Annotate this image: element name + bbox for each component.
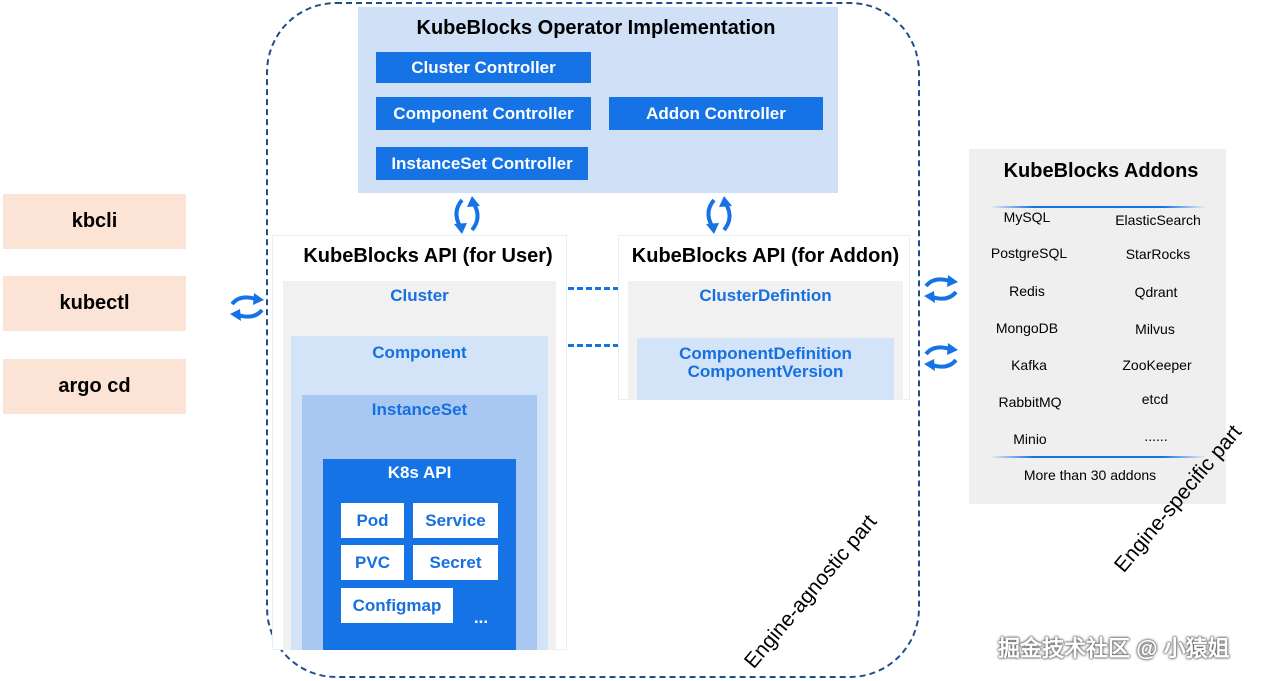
resource-secret: Secret	[413, 545, 498, 580]
api-user-title: KubeBlocks API (for User)	[303, 244, 553, 267]
tool-kubectl: kubectl	[3, 276, 186, 331]
addons-title: KubeBlocks Addons	[1003, 159, 1199, 182]
connector-line	[568, 287, 628, 290]
operator-title: KubeBlocks Operator Implementation	[416, 16, 776, 39]
addon-more: ......	[1144, 428, 1168, 444]
addon-etcd: etcd	[1141, 391, 1169, 407]
addon-mongodb: MongoDB	[995, 320, 1059, 336]
resource-configmap: Configmap	[341, 588, 453, 623]
addon-milvus: Milvus	[1135, 321, 1175, 337]
component-label: Component	[372, 343, 467, 362]
cluster-label: Cluster	[390, 286, 449, 305]
cluster-controller: Cluster Controller	[376, 52, 591, 83]
tool-kbcli: kbcli	[3, 194, 186, 249]
addon-postgresql: PostgreSQL	[990, 245, 1068, 261]
addon-qdrant: Qdrant	[1134, 284, 1178, 300]
sync-icon	[230, 293, 264, 321]
cluster-definition-label: ClusterDefintion	[699, 286, 832, 305]
addon-elasticsearch: ElasticSearch	[1115, 212, 1201, 228]
component-version-label: ComponentVersion	[687, 362, 844, 381]
resource-pvc: PVC	[341, 545, 404, 580]
resource-pod: Pod	[341, 503, 404, 538]
component-controller: Component Controller	[376, 97, 591, 130]
sync-icon	[454, 196, 480, 234]
addons-footer: More than 30 addons	[1023, 467, 1157, 483]
sync-icon	[924, 343, 958, 371]
component-definition-label: ComponentDefinition	[679, 344, 852, 363]
addon-controller: Addon Controller	[609, 97, 823, 130]
component-definition-level	[637, 338, 894, 400]
resource-more: ...	[473, 608, 489, 627]
addon-rabbitmq: RabbitMQ	[998, 394, 1062, 410]
addons-divider-bottom	[990, 456, 1206, 458]
watermark: 掘金技术社区 @ 小猿姐	[998, 636, 1230, 661]
instanceset-controller: InstanceSet Controller	[376, 147, 588, 180]
engine-agnostic-boundary	[266, 2, 920, 678]
addon-mysql: MySQL	[1003, 209, 1051, 225]
addons-divider-top	[990, 206, 1206, 208]
addon-kafka: Kafka	[1011, 357, 1047, 373]
resource-service: Service	[413, 503, 498, 538]
addon-minio: Minio	[1013, 431, 1047, 447]
addon-starrocks: StarRocks	[1125, 246, 1191, 262]
k8s-api-label: K8s API	[387, 463, 452, 482]
addon-redis: Redis	[1009, 283, 1045, 299]
sync-icon	[706, 196, 732, 234]
addon-zookeeper: ZooKeeper	[1122, 357, 1192, 373]
tool-argo-cd: argo cd	[3, 359, 186, 414]
sync-icon	[924, 275, 958, 303]
api-addon-title: KubeBlocks API (for Addon)	[631, 244, 900, 267]
addons-panel	[969, 149, 1226, 504]
instanceset-label: InstanceSet	[371, 400, 468, 419]
connector-line	[568, 344, 628, 347]
